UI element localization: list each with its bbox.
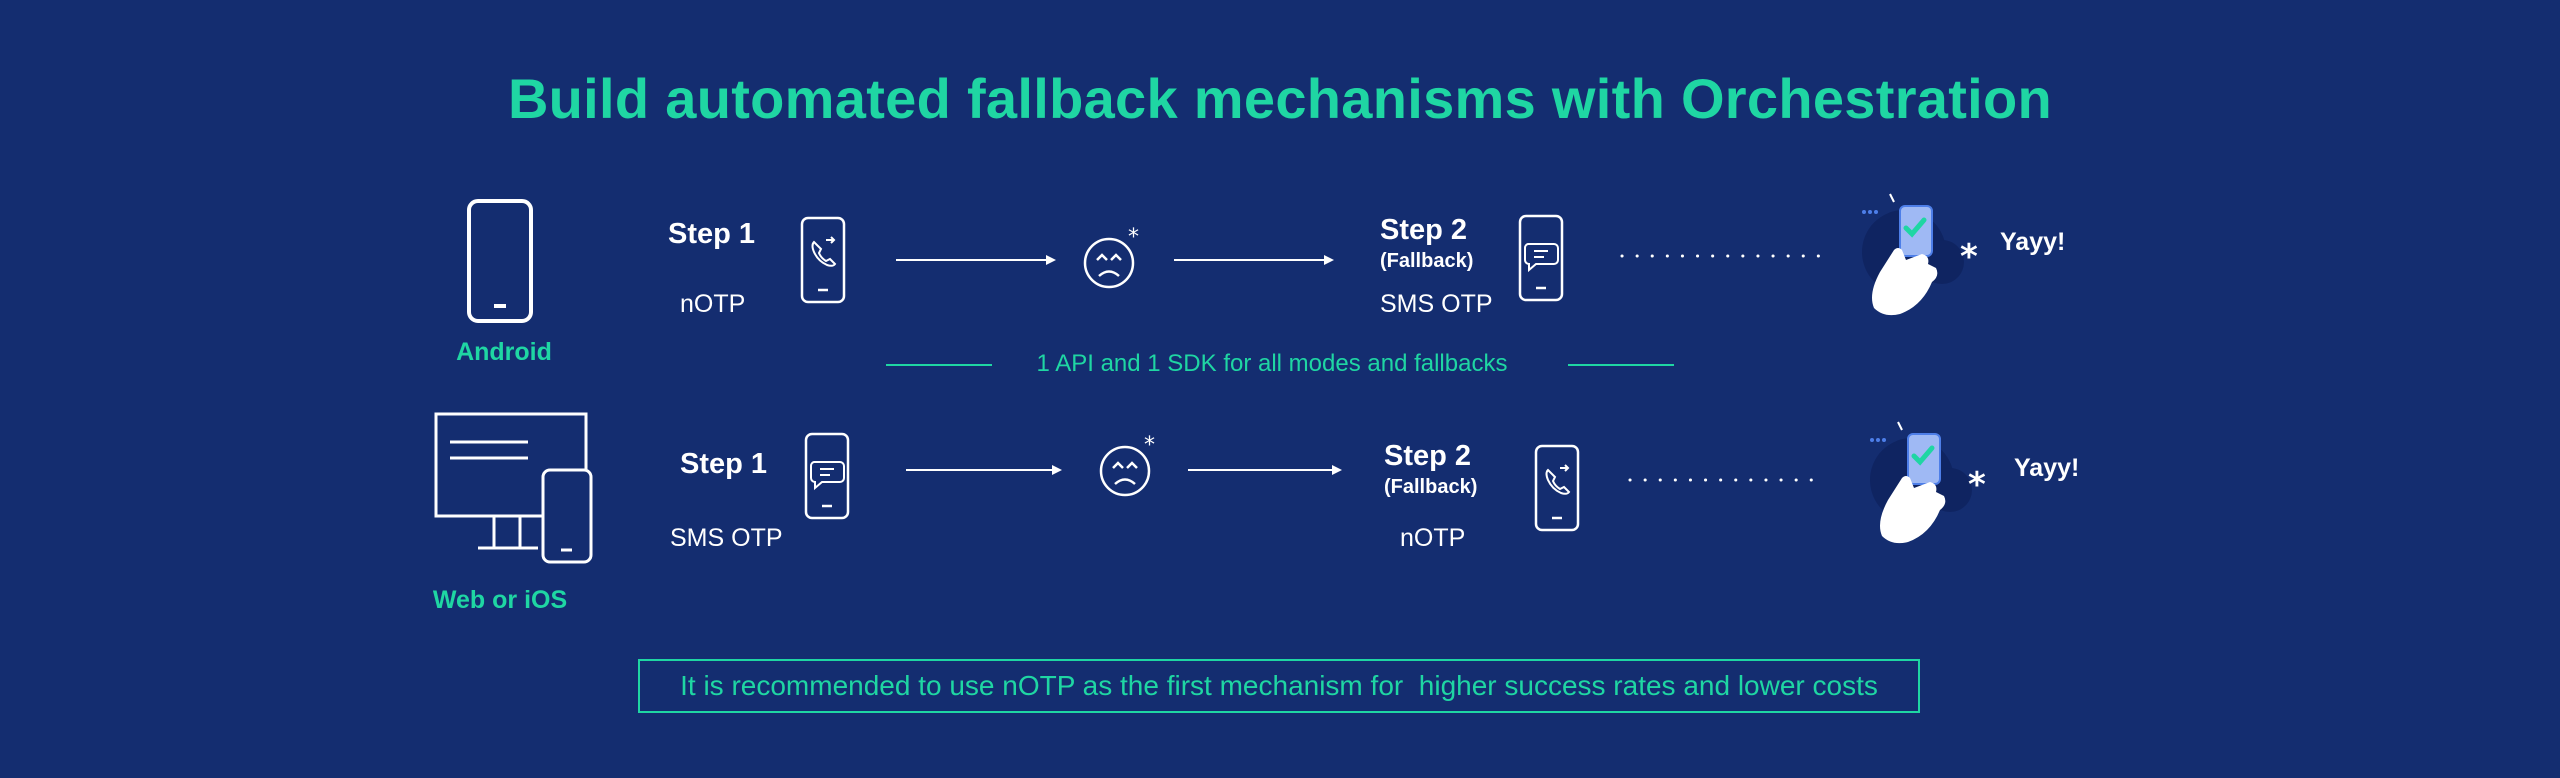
arrow-right-icon	[1188, 465, 1342, 475]
platform-label-android: Android	[456, 338, 552, 366]
platform-label-web-ios: Web or iOS	[432, 586, 568, 614]
row1-step2-fallback: (Fallback)	[1380, 250, 1474, 272]
svg-text:*: *	[1128, 225, 1139, 250]
page-title: Build automated fallback mechanisms with…	[507, 67, 2053, 130]
svg-text:*: *	[1144, 433, 1155, 458]
recommendation-text: It is recommended to use nOTP as the fir…	[680, 670, 1878, 701]
row1-step1-title: Step 1	[668, 218, 756, 250]
success-hand-phone-icon: *	[1862, 193, 1978, 316]
row2-result: Yayy!	[2014, 454, 2080, 482]
row2-step1-mode: SMS OTP	[670, 524, 783, 552]
row1-step2-title: Step 2	[1380, 214, 1468, 246]
sad-face-icon: *	[1099, 433, 1155, 497]
row1-step2-mode: SMS OTP	[1380, 290, 1493, 318]
row2-step1-title: Step 1	[680, 448, 768, 480]
call-phone-icon	[1534, 444, 1580, 532]
connector-line-left	[886, 364, 992, 366]
svg-text:*: *	[1968, 465, 1986, 505]
row2-step2-title: Step 2	[1384, 440, 1472, 472]
row2-step2-fallback: (Fallback)	[1384, 476, 1478, 498]
row1-step1-mode: nOTP	[680, 290, 746, 318]
call-phone-icon	[800, 216, 846, 304]
mobile-phone-icon	[541, 468, 593, 564]
recommendation-box: It is recommended to use nOTP as the fir…	[638, 659, 1920, 713]
dotted-line	[1620, 254, 1822, 258]
success-hand-phone-icon: *	[1870, 421, 1986, 544]
connector-line-right	[1568, 364, 1674, 366]
dotted-line	[1628, 478, 1828, 482]
message-phone-icon	[804, 432, 850, 520]
android-phone-icon	[467, 199, 533, 323]
arrow-right-icon	[896, 255, 1056, 265]
arrow-right-icon	[1174, 255, 1334, 265]
svg-text:*: *	[1960, 237, 1978, 277]
row1-result: Yayy!	[2000, 228, 2066, 256]
sad-face-icon: *	[1083, 225, 1139, 289]
connector-text: 1 API and 1 SDK for all modes and fallba…	[1036, 350, 1508, 377]
row2-step2-mode: nOTP	[1400, 524, 1466, 552]
message-phone-icon	[1518, 214, 1564, 302]
arrow-right-icon	[906, 465, 1062, 475]
desktop-monitor-icon	[434, 412, 588, 550]
